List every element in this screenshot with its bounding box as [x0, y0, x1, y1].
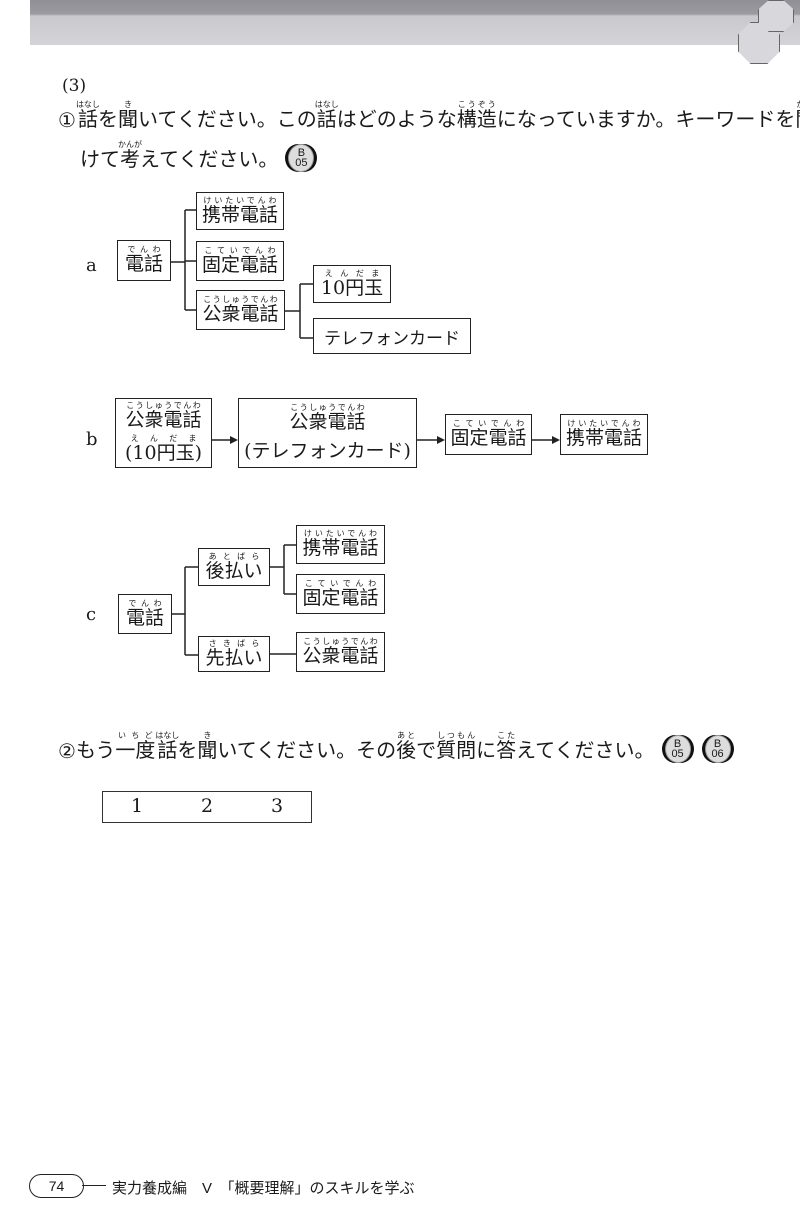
- node-box: 固定電話こていでんわ: [296, 574, 385, 614]
- footer-chapter-title: 実力養成編 V 「概要理解」のスキルを学ぶ: [112, 1180, 415, 1197]
- answer-choice-1[interactable]: 1: [131, 795, 144, 817]
- cd-letter: B: [713, 738, 722, 750]
- ruby-text: 聞き: [117, 100, 138, 131]
- arrowhead-b-1: [230, 436, 238, 444]
- text-run: に: [476, 738, 497, 762]
- ruby-text: 携帯電話けいたいでんわ: [302, 529, 379, 559]
- ruby-text: 話はなし: [75, 100, 100, 131]
- text-run: テレフォンカード: [324, 328, 460, 349]
- ruby-text: 一度いちど: [115, 731, 156, 762]
- footer-rule: [82, 1185, 106, 1186]
- option-label-c: c: [86, 604, 97, 625]
- node-box: 電話でんわ: [118, 594, 172, 634]
- node-box: テレフォンカード: [313, 318, 471, 354]
- text-run: えてください。: [140, 147, 279, 171]
- ruby-text: 携帯電話けいたいでんわ: [201, 195, 278, 226]
- flow-box: 公衆電話こうしゅうでんわ (テレフォンカード): [238, 398, 417, 468]
- option-label-a: a: [86, 255, 97, 276]
- answer-choice-2[interactable]: 2: [201, 795, 214, 817]
- cd-track: 06: [711, 748, 724, 760]
- header-band: [30, 0, 800, 45]
- arrowhead-b-3: [552, 436, 560, 444]
- node-box: 公衆電話こうしゅうでんわ: [196, 290, 285, 330]
- cd-track: 05: [295, 157, 308, 169]
- text-run: (テレフォンカード): [244, 440, 411, 462]
- node-box: 後払いあとばら: [198, 548, 270, 586]
- node-box: 先払いさきばら: [198, 636, 270, 672]
- text-run: はどのような: [336, 107, 457, 131]
- text-run: を: [177, 738, 198, 762]
- text-run: いてください。その: [217, 738, 397, 762]
- connector-c-root: [172, 566, 198, 656]
- knot-emblem-icon: [758, 0, 794, 32]
- ruby-text: 固定電話こていでんわ: [302, 578, 379, 609]
- ruby-text: (10円玉)えんだま: [124, 434, 202, 464]
- node-box: 公衆電話こうしゅうでんわ: [296, 632, 385, 672]
- text-run: になっていますか。キーワードを: [496, 107, 796, 131]
- node-box: 10円玉えんだま: [313, 265, 391, 303]
- cd-letter: B: [297, 147, 306, 159]
- text-run: を: [97, 107, 118, 131]
- ruby-text: 固定電話こていでんわ: [450, 419, 527, 449]
- connector-c-mid: [270, 544, 296, 655]
- ruby-text: 10円玉えんだま: [320, 268, 384, 299]
- ruby-text: 構造こうぞう: [456, 100, 497, 131]
- cd-track: 05: [671, 748, 684, 760]
- ruby-text: 公衆電話こうしゅうでんわ: [125, 401, 202, 431]
- node-box: 携帯電話けいたいでんわ: [296, 525, 385, 564]
- ruby-text: 関連かんれん: [795, 100, 800, 131]
- arrowhead-b-2: [437, 436, 445, 444]
- ruby-text: 質問しつもん: [436, 731, 477, 762]
- ruby-text: 公衆電話こうしゅうでんわ: [302, 636, 379, 667]
- ruby-text: 公衆電話こうしゅうでんわ: [289, 403, 366, 433]
- flow-box: 公衆電話こうしゅうでんわ(10円玉)えんだま: [115, 398, 212, 468]
- q1-marker: ①: [58, 108, 76, 132]
- node-box: 電話でんわ: [117, 240, 171, 281]
- connector-a-root: [170, 209, 196, 311]
- ruby-text: 携帯電話けいたいでんわ: [565, 419, 642, 449]
- ruby-text: 話はなし: [155, 731, 180, 762]
- ruby-text: 先払いさきばら: [205, 638, 263, 669]
- text-run: いてください。この: [137, 107, 317, 131]
- ruby-text: 固定電話こていでんわ: [201, 245, 278, 276]
- ruby-text: 後払いあとばら: [205, 551, 263, 582]
- option-label-b: b: [86, 429, 98, 450]
- page-number: 74: [29, 1174, 84, 1198]
- ruby-text: 電話でんわ: [124, 245, 163, 275]
- cd-letter: B: [673, 738, 682, 750]
- node-box: 携帯電話けいたいでんわ: [196, 192, 284, 230]
- text-run: えてください。: [516, 738, 655, 762]
- q2-marker: ②: [58, 739, 76, 763]
- flow-box: 固定電話こていでんわ: [445, 414, 532, 455]
- text-run: もう: [75, 738, 116, 762]
- answer-choice-3[interactable]: 3: [271, 795, 284, 817]
- node-box: 固定電話こていでんわ: [196, 241, 284, 281]
- flow-box: 携帯電話けいたいでんわ: [560, 414, 648, 455]
- answer-choices-box: 1 2 3: [102, 791, 312, 823]
- text-run: で: [416, 738, 437, 762]
- text-run: けて: [80, 147, 120, 171]
- section-number: (3): [62, 76, 87, 96]
- connector-a-sub: [285, 283, 313, 339]
- ruby-text: 電話でんわ: [125, 598, 164, 629]
- ruby-text: 答こた: [496, 731, 517, 762]
- ruby-text: 聞き: [197, 731, 218, 762]
- ruby-text: 公衆電話こうしゅうでんわ: [202, 294, 279, 325]
- ruby-text: 考かんが: [118, 140, 142, 171]
- ruby-text: 後あと: [396, 731, 417, 762]
- ruby-text: 話はなし: [314, 100, 339, 131]
